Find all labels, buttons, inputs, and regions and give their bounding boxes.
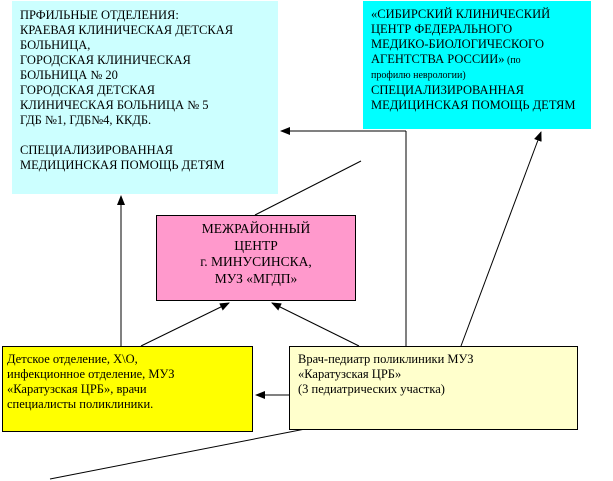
specialized-line-1: ПРФИЛЬНЫЕ ОТДЕЛЕНИЯ: [20, 8, 179, 22]
specialized-line-6: ГОРОДСКАЯ ДЕТСКАЯ [20, 83, 155, 97]
siberian-line-4-main: АГЕНТСТВА РОССИИ» [371, 52, 505, 66]
siberian-line-1: «СИБИРСКИЙ КЛИНИЧЕСКИЙ [371, 7, 551, 21]
specialized-line-3: БОЛЬНИЦА, [20, 38, 91, 52]
siberian-line-2: ЦЕНТР ФЕДЕРАЛЬНОГО [371, 22, 513, 36]
pediatrician-box: Врач-педиатр поликлиники МУЗ «Каратузска… [289, 346, 578, 430]
children-line-4: специалисты поликлиники. [7, 397, 154, 411]
siberian-line-7: МЕДИЦИНСКАЯ ПОМОЩЬ ДЕТЯМ [371, 98, 576, 112]
siberian-line-4: АГЕНТСТВА РОССИИ» (по [371, 52, 583, 68]
specialized-line-10: СПЕЦИАЛИЗИРОВАННАЯ [20, 143, 174, 157]
children-line-1: Детское отделение, Х\О, [7, 352, 138, 366]
pediatrician-line-3: (3 педиатрических участка) [298, 382, 445, 396]
interdistrict-center-box: МЕЖРАЙОННЫЙ ЦЕНТР г. МИНУСИНСКА, МУЗ «МГ… [156, 215, 356, 301]
arrow-interdistrict-to-specialized [254, 160, 362, 216]
arrow-children-to-interdistrict [140, 302, 230, 347]
arrow-pediatrician-to-interdistrict [271, 302, 360, 347]
specialized-line-8: ГДБ №1, ГДБ№4, ККДБ. [20, 113, 152, 127]
siberian-line-4-small: (по [504, 55, 521, 66]
specialized-line-11: МЕДИЦИНСКАЯ ПОМОЩЬ ДЕТЯМ [20, 158, 225, 172]
siberian-line-6: СПЕЦИАЛИЗИРОВАННАЯ [371, 83, 525, 97]
arrow-pediatrician-to-siberian [460, 131, 542, 347]
siberian-line-3: МЕДИКО-БИОЛОГИЧЕСКОГО [371, 37, 544, 51]
specialized-departments-box: ПРФИЛЬНЫЕ ОТДЕЛЕНИЯ: КРАЕВАЯ КЛИНИЧЕСКАЯ… [12, 1, 278, 194]
specialized-line-2: КРАЕВАЯ КЛИНИЧЕСКАЯ ДЕТСКАЯ [20, 23, 234, 37]
interdistrict-line-3: г. МИНУСИНСКА, [200, 254, 312, 269]
siberian-center-box: «СИБИРСКИЙ КЛИНИЧЕСКИЙ ЦЕНТР ФЕДЕРАЛЬНОГ… [363, 1, 591, 129]
children-line-3: «Каратузская ЦРБ», врачи [7, 382, 147, 396]
interdistrict-line-1: МЕЖРАЙОННЫЙ [201, 221, 311, 236]
interdistrict-line-4: МУЗ «МГДП» [214, 270, 298, 286]
specialized-line-5: БОЛЬНИЦА № 20 [20, 68, 118, 82]
children-department-box: Детское отделение, Х\О, инфекционное отд… [2, 346, 253, 432]
siberian-line-5: профилю неврологии) [371, 70, 466, 81]
specialized-line-9 [20, 128, 270, 143]
pediatrician-line-2: «Каратузская ЦРБ» [298, 367, 402, 381]
specialized-line-7: КЛИНИЧЕСКАЯ БОЛЬНИЦА № 5 [20, 98, 209, 112]
interdistrict-line-2: ЦЕНТР [234, 237, 278, 253]
specialized-line-4: ГОРОДСКАЯ КЛИНИЧЕСКАЯ [20, 53, 191, 67]
pediatrician-line-1: Врач-педиатр поликлиники МУЗ [298, 352, 474, 366]
children-line-2: инфекционное отделение, МУЗ [7, 367, 175, 381]
arrow-incoming-to-pediatrician [49, 419, 342, 480]
